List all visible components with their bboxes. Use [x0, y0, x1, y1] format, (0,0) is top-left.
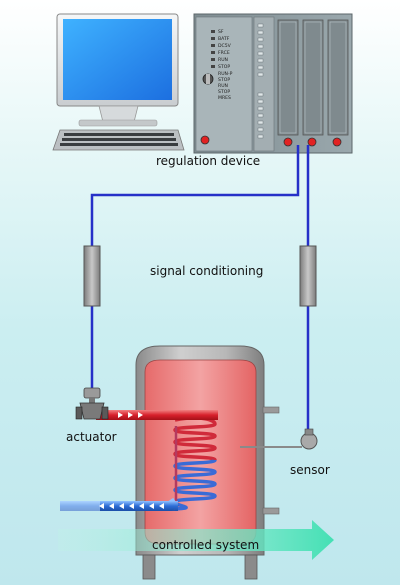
plc-slot-1 — [277, 19, 299, 136]
plc-module-mid — [253, 16, 275, 152]
signal-conditioning-label: signal conditioning — [150, 264, 264, 278]
plc-mode-switch: RUN-P STOP RUN STOP MRES — [202, 71, 233, 101]
actuator-valve — [75, 387, 109, 420]
tank-nozzle-lower — [262, 507, 280, 515]
plc-red-indicator-2 — [283, 137, 293, 147]
temperature-sensor — [240, 428, 318, 450]
led-label-dc5v: DC5V — [218, 43, 232, 49]
regulation-device-label: regulation device — [156, 154, 261, 168]
switch-label-0: RUN-P — [218, 71, 233, 77]
controlled-system-arrow — [58, 520, 334, 560]
tank-nozzle-upper — [262, 406, 280, 414]
cold-water-pipe — [60, 497, 179, 511]
sensor-label: sensor — [290, 463, 330, 477]
signal-conditioner-left — [83, 245, 101, 307]
hot-water-pipe — [96, 410, 218, 420]
plc-red-indicator-1 — [200, 135, 210, 145]
switch-label-3: STOP — [218, 89, 230, 95]
plc-slot-3 — [327, 19, 349, 136]
computer — [52, 13, 185, 151]
plc-io-leds — [257, 23, 264, 139]
led-label-run: RUN — [218, 57, 228, 63]
plc-module-left — [195, 16, 253, 152]
tank-foot-right — [244, 554, 258, 580]
switch-label-1: STOP — [218, 77, 230, 83]
led-label-frce: FRCE — [218, 50, 230, 56]
led-label-sf: SF — [218, 29, 224, 35]
heating-coil — [173, 416, 217, 511]
signal-conditioner-right — [299, 245, 317, 307]
plc-red-indicator-3 — [307, 137, 317, 147]
switch-label-2: RUN — [218, 83, 228, 89]
monitor-screen — [63, 19, 172, 100]
led-label-batf: BATF — [218, 36, 230, 42]
actuator-label: actuator — [66, 430, 117, 444]
plc-status-leds: SF BATF DC5V FRCE RUN STOP — [211, 29, 232, 70]
led-label-stop: STOP — [218, 64, 230, 70]
switch-label-4: MRES — [218, 95, 231, 101]
tank-foot-left — [142, 554, 156, 580]
keyboard-keys — [60, 133, 178, 146]
controlled-system-label: controlled system — [152, 538, 260, 552]
plc-slot-2 — [302, 19, 324, 136]
plc-red-indicator-4 — [332, 137, 342, 147]
regulation-device: SF BATF DC5V FRCE RUN STOP RUN-P STOP RU… — [193, 13, 353, 154]
